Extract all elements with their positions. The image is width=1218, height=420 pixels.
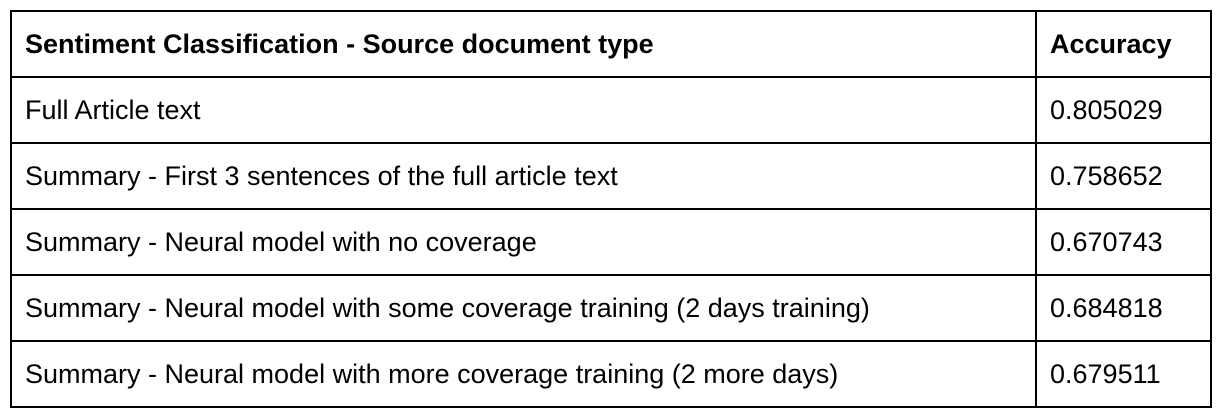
table-row: Summary - Neural model with no coverage … bbox=[10, 208, 1212, 276]
source-document-type-cell: Full Article text bbox=[10, 76, 1037, 144]
source-document-type-cell: Summary - Neural model with no coverage bbox=[10, 208, 1037, 276]
table-row: Summary - Neural model with some coverag… bbox=[10, 274, 1212, 342]
table-body: Full Article text 0.805029 Summary - Fir… bbox=[10, 76, 1212, 408]
accuracy-cell: 0.670743 bbox=[1035, 208, 1212, 276]
table-row: Summary - Neural model with more coverag… bbox=[10, 340, 1212, 408]
table-row: Full Article text 0.805029 bbox=[10, 76, 1212, 144]
accuracy-cell: 0.684818 bbox=[1035, 274, 1212, 342]
table-row: Summary - First 3 sentences of the full … bbox=[10, 142, 1212, 210]
accuracy-cell: 0.758652 bbox=[1035, 142, 1212, 210]
header-row: Sentiment Classification - Source docume… bbox=[10, 10, 1212, 78]
accuracy-cell: 0.805029 bbox=[1035, 76, 1212, 144]
source-document-type-cell: Summary - First 3 sentences of the full … bbox=[10, 142, 1037, 210]
column-header-accuracy: Accuracy bbox=[1035, 10, 1212, 78]
accuracy-cell: 0.679511 bbox=[1035, 340, 1212, 408]
results-table: Sentiment Classification - Source docume… bbox=[10, 10, 1212, 408]
source-document-type-cell: Summary - Neural model with more coverag… bbox=[10, 340, 1037, 408]
table-header: Sentiment Classification - Source docume… bbox=[10, 10, 1212, 78]
source-document-type-cell: Summary - Neural model with some coverag… bbox=[10, 274, 1037, 342]
column-header-source-document-type: Sentiment Classification - Source docume… bbox=[10, 10, 1037, 78]
